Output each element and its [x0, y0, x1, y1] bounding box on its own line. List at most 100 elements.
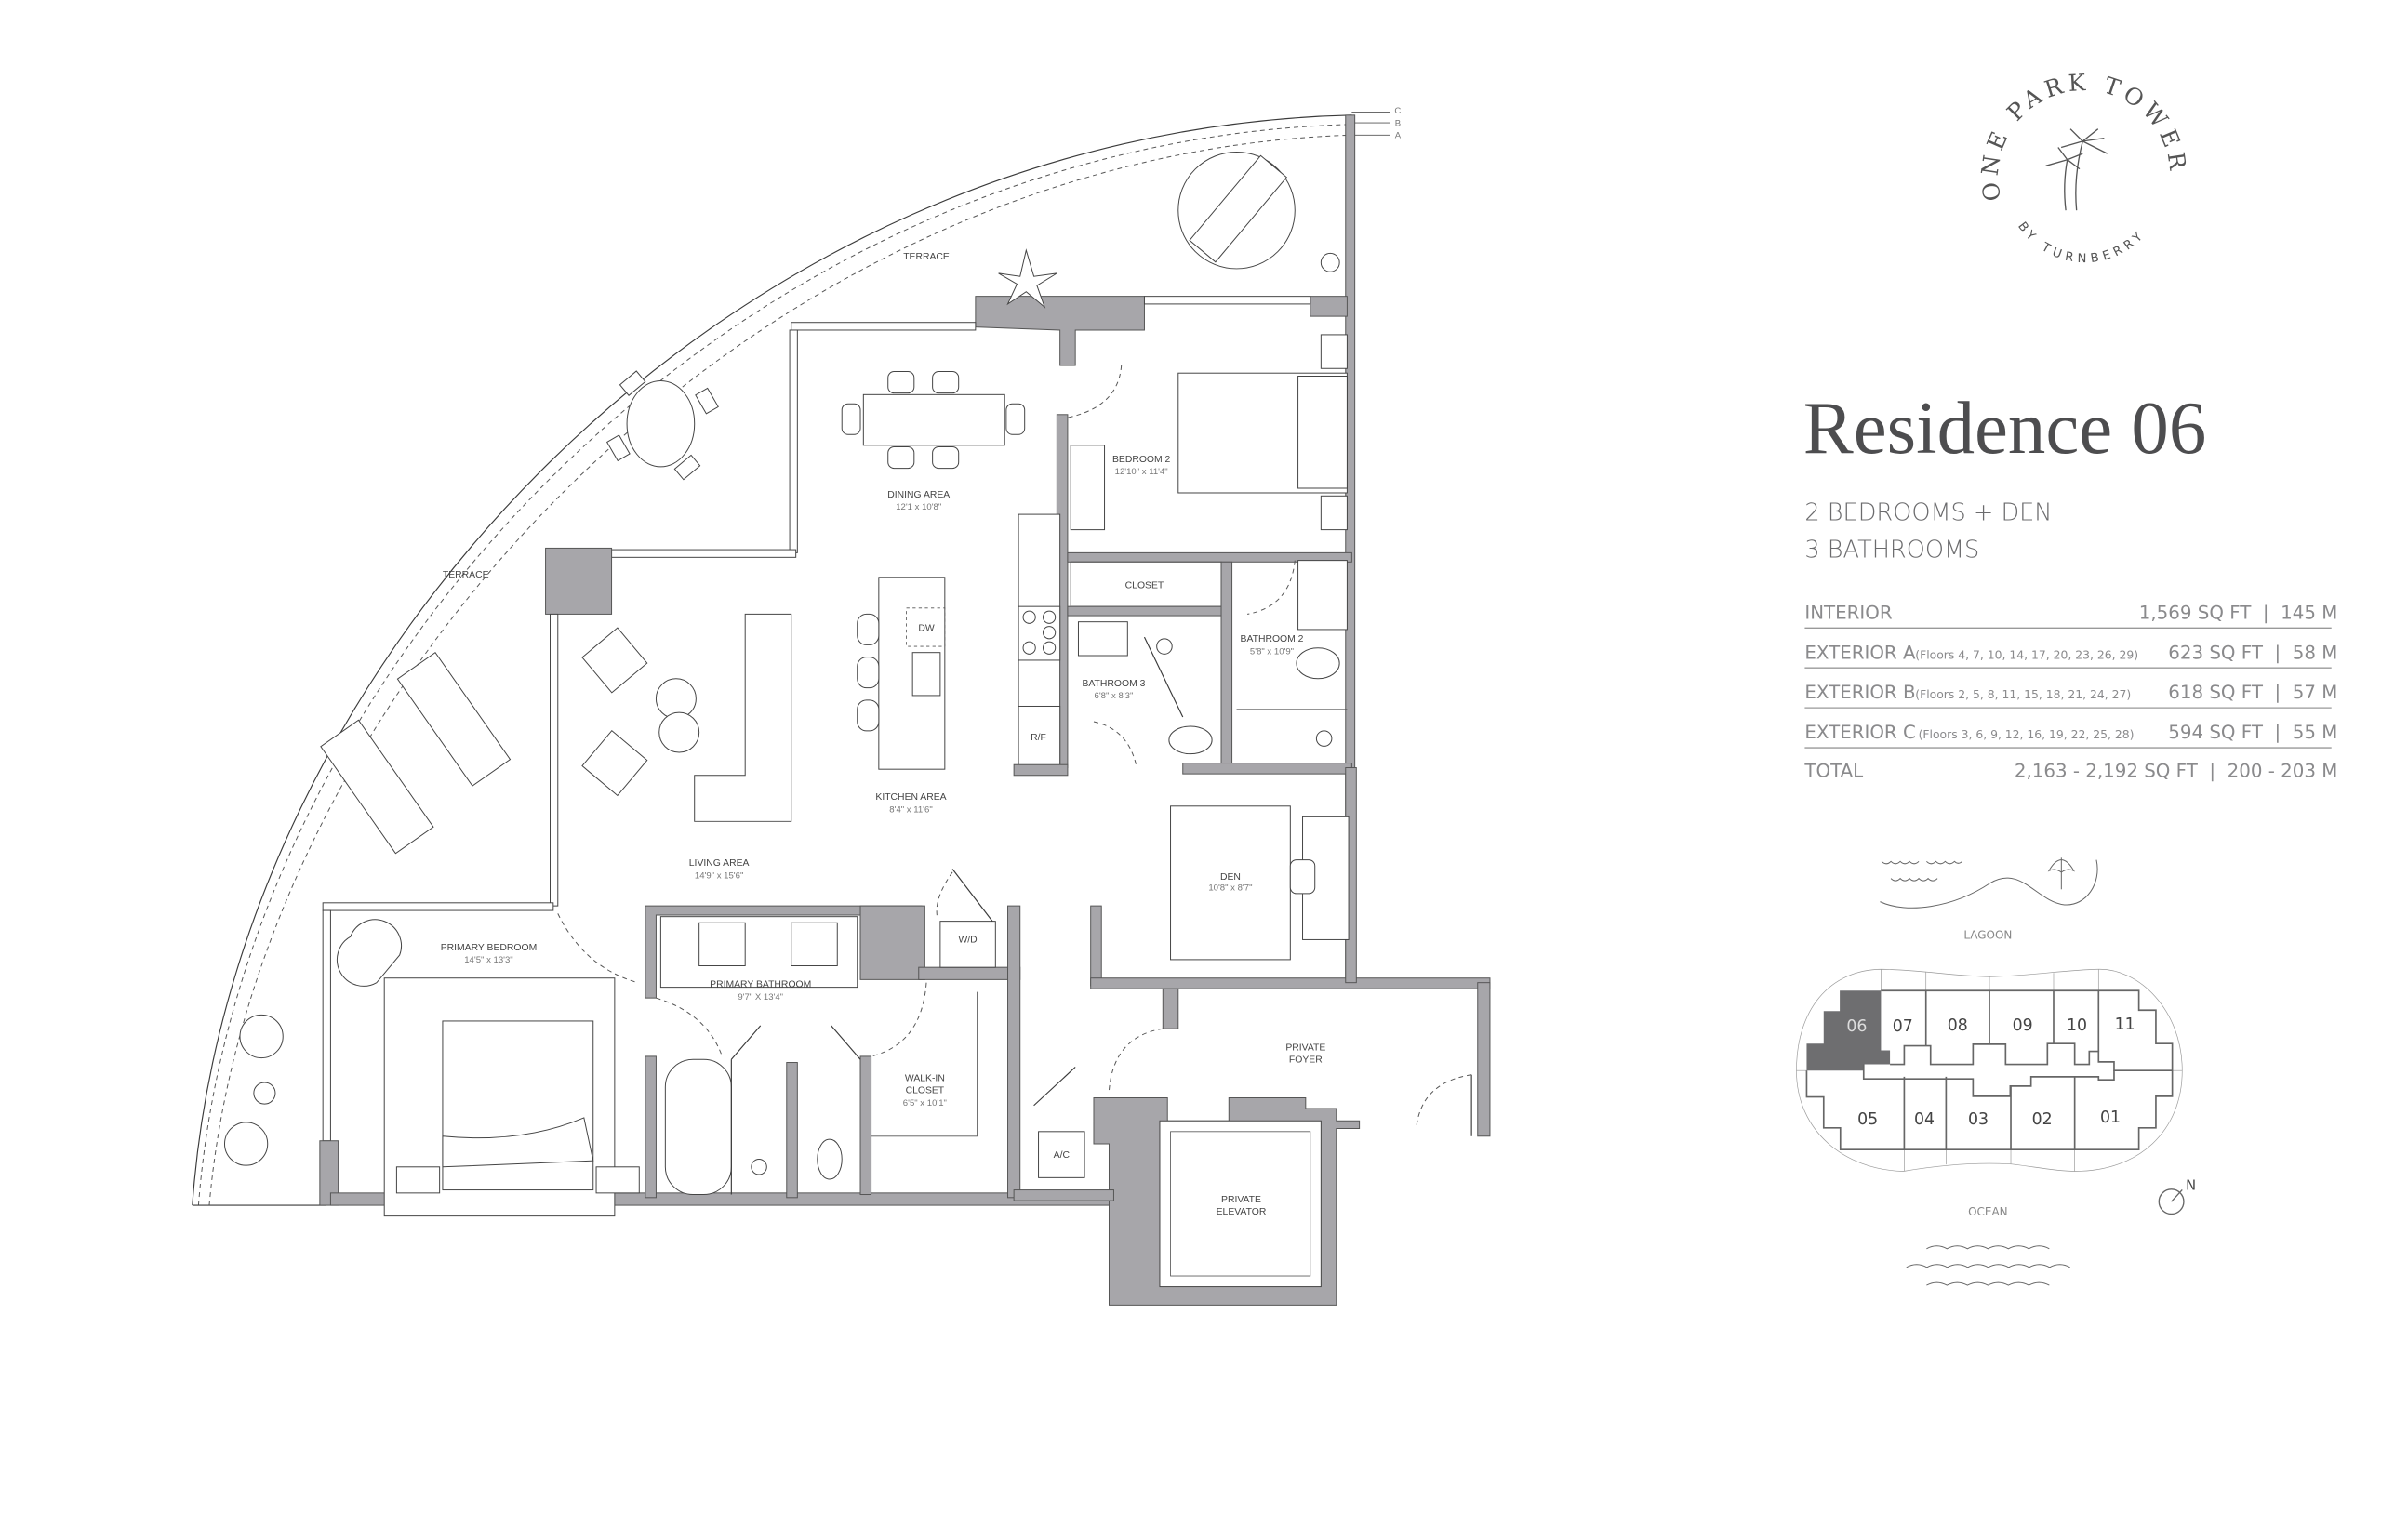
- bedroom2-dim: 12'10" x 11'4": [1115, 467, 1168, 477]
- terrace-top-label: TERRACE: [903, 252, 950, 262]
- terrace-planter: [253, 1082, 276, 1105]
- wall-bedroom2-top: [1310, 296, 1348, 317]
- shower-head: [751, 1159, 767, 1175]
- terrace-table: [626, 379, 696, 468]
- unit-02-label: 02: [2032, 1110, 2053, 1129]
- wall-foyer-stub: [1162, 988, 1179, 1029]
- toilet: [817, 1138, 843, 1180]
- nightstand: [595, 1166, 640, 1194]
- unit-07-label: 07: [1893, 1017, 1913, 1036]
- unit-08-label: 08: [1948, 1016, 1968, 1035]
- terrace-chair: [695, 387, 719, 415]
- sink: [791, 922, 838, 967]
- vanity: [1297, 560, 1348, 631]
- unit-04-label: 04: [1914, 1110, 1935, 1129]
- wall-kitchen: [1013, 763, 1069, 777]
- window-bedroom2: [1143, 296, 1311, 305]
- edge-label-c: C: [1394, 106, 1401, 116]
- elevator-label-2: ELEVATOR: [1217, 1207, 1267, 1217]
- door-swing-bath3: [1093, 721, 1137, 768]
- terrace-edge-c: [192, 114, 1352, 1206]
- dining-chair: [841, 403, 861, 435]
- unit-walls: [1805, 989, 2174, 1151]
- door-swing-walkin: [871, 982, 927, 1057]
- balcony-dividers: [1796, 969, 2183, 1172]
- wall-bath-bottom: [1182, 763, 1352, 775]
- shower-glass: [1143, 636, 1184, 718]
- primary-bathroom-dim: 9'7" X 13'4": [738, 992, 783, 1002]
- terrace-chair: [619, 370, 646, 396]
- burner: [1043, 641, 1057, 655]
- bathroom-summary: 3 BATHROOMS: [1804, 536, 1979, 564]
- door-swing-foyer: [1416, 1074, 1472, 1129]
- one-park-tower-logo: ONE PARK TOWER BY TURNBERRY: [1976, 69, 2192, 266]
- door-shower-right: [831, 1025, 861, 1060]
- north-label: N: [2186, 1177, 2196, 1193]
- door-ac: [1033, 1067, 1076, 1107]
- primary-bedroom-dim: 14'5" x 13'3": [464, 955, 512, 965]
- toilet: [1168, 725, 1213, 755]
- area-row-label: EXTERIOR B: [1804, 682, 1915, 703]
- area-row-value: 1,569 SQ FT | 145 M: [2139, 602, 2338, 623]
- door-swing-primary-bath: [656, 997, 723, 1057]
- desk-chair: [1289, 859, 1316, 895]
- wall-ac: [1013, 1189, 1114, 1201]
- area-row-label: EXTERIOR C: [1804, 722, 1915, 743]
- wall-wd-east: [1007, 905, 1021, 1199]
- unit-10-label: 10: [2067, 1016, 2087, 1035]
- unit-09-label: 09: [2013, 1016, 2033, 1035]
- walkin-closet-dim: 6'5" x 10'1": [903, 1098, 947, 1109]
- window-primary-side: [322, 909, 331, 1142]
- bed-blanket: [442, 1117, 594, 1168]
- dining-area-dim: 12'1 x 10'8": [896, 502, 941, 512]
- kitchen-area-label: KITCHEN AREA: [875, 792, 946, 803]
- unit-06-label: 06: [1846, 1017, 1867, 1036]
- unit-03-label: 03: [1968, 1110, 1989, 1129]
- wall-shower-divider: [786, 1062, 798, 1199]
- walkin-closet-label-2: CLOSET: [906, 1086, 945, 1096]
- wall-wd: [918, 966, 1021, 980]
- den-label: DEN: [1220, 872, 1241, 883]
- bar-stool: [857, 657, 880, 689]
- nightstand: [395, 1166, 441, 1194]
- unit-06-highlight: [1806, 990, 1891, 1071]
- ac-unit: [1038, 1131, 1085, 1178]
- bathroom2-label: BATHROOM 2: [1241, 634, 1304, 644]
- bathtub: [664, 1058, 732, 1196]
- washer-dryer: [939, 921, 996, 968]
- burner: [1043, 610, 1057, 624]
- den-dim: 10'8" x 8'7": [1208, 883, 1252, 894]
- wall-block-terrace: [975, 296, 1145, 366]
- lounger: [320, 719, 434, 855]
- dining-table: [862, 393, 1005, 446]
- lagoon-label: LAGOON: [1963, 929, 2012, 942]
- terrace-planter: [239, 1014, 284, 1059]
- terrace-left-label: TERRACE: [443, 570, 489, 580]
- bedroom2-label: BEDROOM 2: [1112, 455, 1171, 465]
- door-swing-wd: [936, 871, 953, 917]
- lagoon-waves-icon: [1880, 859, 2098, 909]
- door-shower-left: [730, 1025, 762, 1060]
- door-swing-bedroom2: [1067, 365, 1123, 418]
- unit-01-label: 01: [2100, 1109, 2121, 1127]
- primary-bathroom-label: PRIMARY BATHROOM: [710, 980, 811, 990]
- toilet: [1296, 647, 1340, 680]
- edge-label-b: B: [1395, 118, 1401, 128]
- elevator-cab: [1170, 1131, 1311, 1277]
- area-row-label: INTERIOR: [1804, 602, 1892, 623]
- bathroom2-dim: 5'8" x 10'9": [1250, 646, 1294, 657]
- window-primary-top: [322, 902, 554, 911]
- wall-bath-core: [859, 905, 925, 980]
- logo-top-text: ONE PARK TOWER: [1976, 69, 2192, 203]
- wd-label: W/D: [958, 936, 977, 946]
- primary-bedroom-label: PRIMARY BEDROOM: [441, 943, 538, 953]
- bar-stool: [857, 699, 880, 732]
- residence-title: Residence 06: [1803, 387, 2207, 470]
- door-wd: [951, 869, 993, 922]
- walkin-closet-label-1: WALK-IN: [905, 1073, 945, 1083]
- dining-chair: [887, 445, 915, 470]
- lounger: [396, 651, 512, 787]
- coffee-table: [658, 711, 700, 753]
- armchair: [336, 919, 402, 987]
